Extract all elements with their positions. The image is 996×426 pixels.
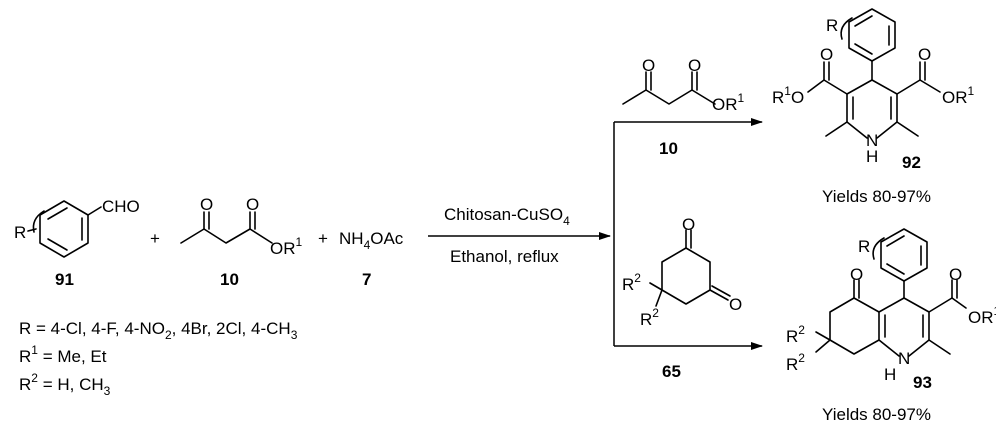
upper-reagent-oxo-label: O (642, 56, 655, 75)
product-93-structure: R O O OR1 R2 R2 N H 93 Yields 80-97% (786, 228, 996, 424)
product-92-right-ester-label: OR1 (942, 84, 975, 107)
compound-number-7: 7 (362, 270, 371, 289)
aldehyde-r-label: R (14, 223, 26, 242)
lower-reagent-number-65: 65 (662, 362, 681, 381)
product-92-yield: Yields 80-97% (822, 187, 931, 206)
lower-reagent-dione: O O R2 R2 65 (622, 215, 742, 381)
ketoester-ester-o-label: O (246, 195, 259, 214)
product-93-ester-carbonyl-o: O (949, 265, 962, 284)
ketoester-or1-label: OR1 (270, 235, 303, 258)
product-93-r2b-label: R2 (786, 351, 805, 374)
product-93-n-label: N (898, 349, 910, 368)
compound-number-93: 93 (913, 373, 932, 392)
product-92-h-label: H (866, 147, 878, 166)
product-92-r-label: R (826, 16, 838, 35)
solvent-label: Ethanol, reflux (450, 247, 559, 266)
aldehyde-cho-label: CHO (102, 197, 140, 216)
ammonium-acetate-formula: NH4OAc (339, 229, 404, 252)
product-92-n-label: N (866, 131, 878, 150)
compound-number-10: 10 (220, 270, 239, 289)
product-93-h-label: H (884, 365, 896, 384)
plus-sign-1: + (150, 229, 160, 248)
product-92-right-carbonyl-o: O (918, 45, 931, 64)
upper-reagent-or1-label: OR1 (712, 91, 745, 114)
r-definition: R = 4-Cl, 4-F, 4-NO2, 4Br, 2Cl, 4-CH3 (19, 319, 298, 342)
product-92-left-carbonyl-o: O (820, 45, 833, 64)
dione-r2b-label: R2 (640, 306, 659, 329)
r2-definition: R2 = H, CH3 (19, 371, 111, 398)
product-93-r-label: R (858, 237, 870, 256)
aldehyde-structure: R CHO 91 (14, 197, 140, 289)
dione-top-o-label: O (682, 215, 695, 234)
product-93-yield: Yields 80-97% (822, 405, 931, 424)
product-93-ester-label: OR1 (968, 304, 996, 327)
product-92-left-ester-label: R1O (772, 84, 804, 107)
compound-number-92: 92 (902, 153, 921, 172)
upper-reagent-ester-o-label: O (688, 56, 701, 75)
product-92-structure: R O O R1O OR1 N H 92 Yields 80-97% (772, 8, 975, 206)
product-93-ketone-o: O (850, 265, 863, 284)
upper-reagent-ketoester: O O OR1 10 (622, 56, 745, 158)
dione-r2a-label: R2 (622, 271, 641, 294)
r1-definition: R1 = Me, Et (19, 343, 107, 366)
upper-reagent-number-10: 10 (659, 139, 678, 158)
ammonium-acetate: NH4OAc 7 (339, 229, 404, 289)
plus-sign-2: + (318, 229, 328, 248)
product-93-r2a-label: R2 (786, 323, 805, 346)
catalyst-label: Chitosan-CuSO4 (444, 205, 570, 228)
dione-bottom-o-label: O (729, 295, 742, 314)
compound-number-91: 91 (55, 270, 74, 289)
ketoester-oxo-label: O (200, 195, 213, 214)
ketoester-structure: O O OR1 10 (180, 195, 303, 289)
